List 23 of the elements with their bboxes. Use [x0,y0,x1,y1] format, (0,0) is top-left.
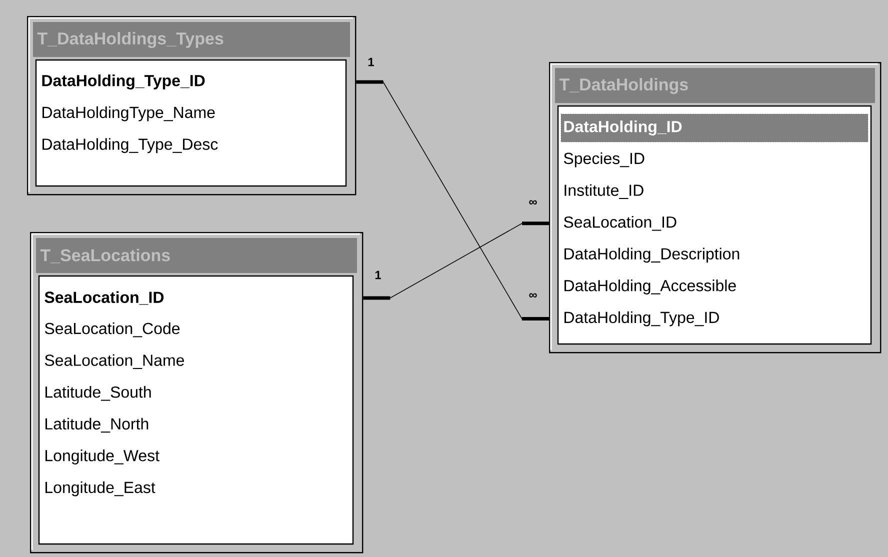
field-name: Latitude_South [46,386,151,401]
selected-field: DataHolding_ID [560,114,868,142]
field-name: DataHoldingType_Name [42,106,215,122]
field-name: Longitude_West [46,450,160,464]
field-name: DataHolding_Description [564,248,740,263]
cardinality-label: 1 [375,270,381,280]
field-name: SeaLocation_ID [564,216,676,231]
relationship-line [362,222,550,300]
cardinality-label: ∞ [529,293,537,298]
key-field-name: SeaLocation_ID [44,291,164,305]
key-field-name: DataHolding_Type_ID [42,74,205,90]
field-name: Species_ID [564,152,644,168]
field-name: Latitude_North [46,418,148,433]
field-name: SeaLocation_Code [44,322,180,338]
field-name: Longitude_East [46,481,156,496]
cardinality-label: ∞ [529,200,537,205]
field-name: Institute_ID [564,184,644,199]
field-name: SeaLocation_Name [44,354,184,369]
cardinality-label: 1 [368,58,374,66]
field-name: DataHolding_Accessible [564,280,736,294]
field-name: DataHolding_Type_Desc [42,138,218,154]
field-name: DataHolding_Type_ID [564,311,719,326]
relationship-line [356,80,550,321]
